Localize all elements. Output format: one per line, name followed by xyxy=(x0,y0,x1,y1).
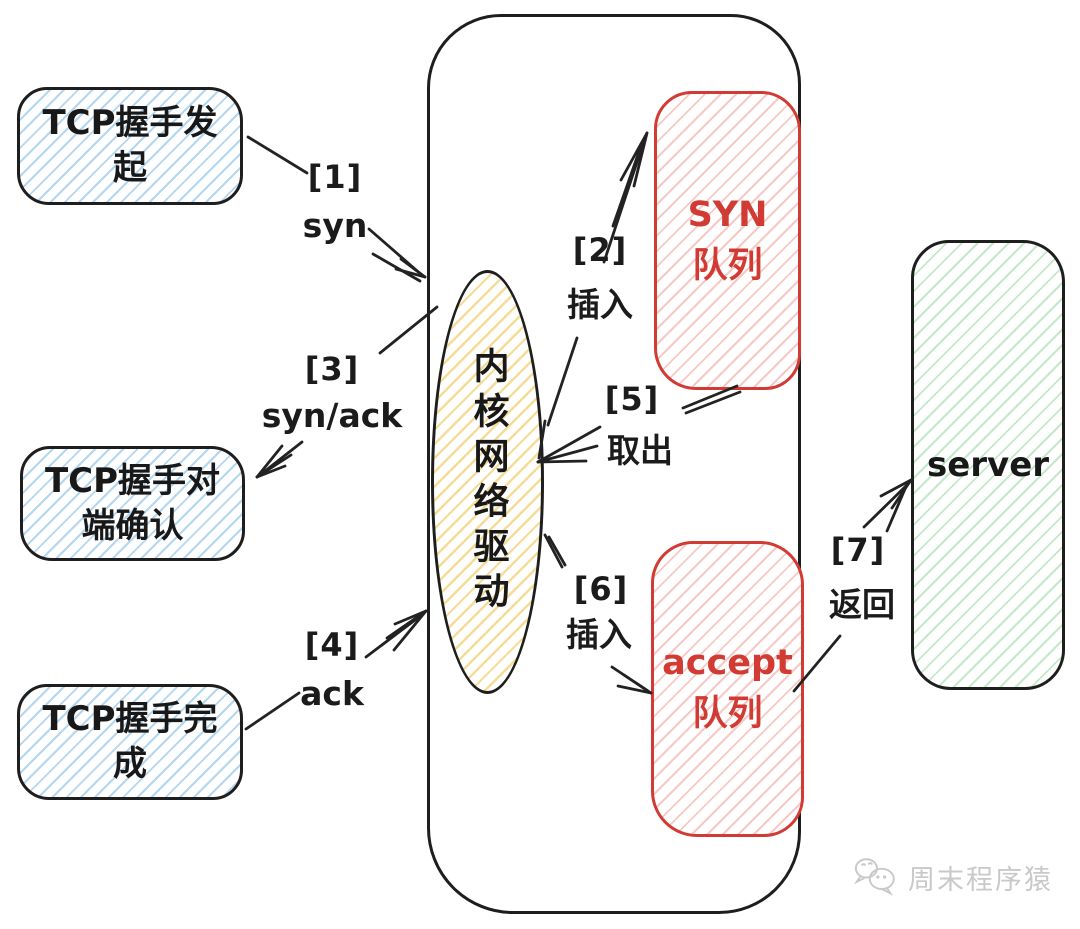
node-syn-queue: SYN 队列 xyxy=(654,91,801,390)
watermark: 周末程序猿 xyxy=(852,856,1053,898)
arrow-step3-synack xyxy=(255,305,439,479)
step2-number: [2] xyxy=(572,231,628,269)
step3-label: syn/ack xyxy=(261,396,403,435)
step3-number: [3] xyxy=(304,350,360,388)
node-tcp-handshake-start-label: TCP握手发起 xyxy=(42,103,218,188)
watermark-text: 周末程序猿 xyxy=(908,864,1053,896)
accept-queue-subtitle: 队列 xyxy=(692,694,763,734)
node-tcp-handshake-done: TCP握手完成 xyxy=(17,684,243,800)
step2-label: 插入 xyxy=(567,285,633,324)
step6-label: 插入 xyxy=(566,615,632,654)
step6-number: [6] xyxy=(573,570,629,608)
step4-number: [4] xyxy=(304,626,360,664)
kernel-network-driver-label: 内核网络驱动 xyxy=(467,347,509,617)
node-tcp-handshake-peer-ack: TCP握手对端确认 xyxy=(20,446,245,561)
step1-number: [1] xyxy=(307,158,363,196)
step5-number: [5] xyxy=(604,380,660,418)
syn-queue-subtitle: 队列 xyxy=(692,245,763,286)
step4-label: ack xyxy=(300,674,364,713)
node-server: server xyxy=(911,240,1065,690)
kernel-space-container xyxy=(427,14,801,914)
step1-label: syn xyxy=(302,206,368,245)
node-accept-queue: accept 队列 xyxy=(651,541,804,837)
node-tcp-handshake-peer-ack-label: TCP握手对端确认 xyxy=(44,460,221,546)
kernel-network-driver-node: 内核网络驱动 xyxy=(431,270,544,694)
server-label: server xyxy=(926,445,1050,485)
step5-label: 取出 xyxy=(607,431,673,470)
step7-label: 返回 xyxy=(829,585,895,624)
wechat-chat-bubbles-icon xyxy=(853,858,895,896)
step7-number: [7] xyxy=(830,531,886,569)
node-tcp-handshake-start: TCP握手发起 xyxy=(17,87,243,205)
accept-queue-title: accept xyxy=(662,643,793,684)
syn-queue-title: SYN xyxy=(687,194,768,235)
node-tcp-handshake-done-label: TCP握手完成 xyxy=(42,699,218,784)
